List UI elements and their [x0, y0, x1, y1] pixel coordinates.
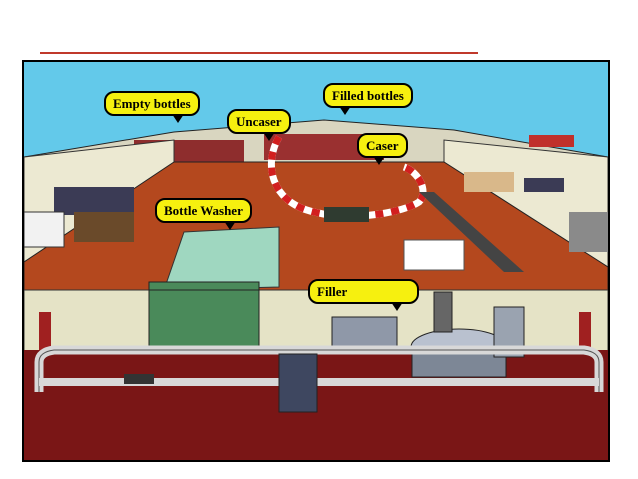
header-rule [40, 52, 478, 54]
front-cabinet [278, 353, 318, 413]
callout-filled-bottles: Filled bottles [323, 83, 413, 115]
right-conveyor [419, 192, 524, 272]
left-crates [74, 212, 134, 242]
bottle-washer [163, 226, 280, 291]
callout-uncaser: Uncaser [227, 109, 291, 141]
pillar-right [579, 312, 591, 352]
callout-caser: Caser [357, 133, 408, 165]
filler-label: Filler [317, 284, 348, 299]
right-machine [524, 178, 564, 192]
front-conveyor-edge [38, 349, 600, 392]
uncaser-label: Uncaser [236, 114, 282, 129]
left-machines [54, 187, 134, 215]
right-motor [569, 212, 608, 252]
empty-bottles-label: Empty bottles [113, 96, 191, 111]
caser-label: Caser [366, 138, 399, 153]
back-truck [529, 135, 574, 147]
callout-empty-bottles: Empty bottles [104, 91, 200, 123]
plant-scene [24, 119, 608, 460]
callout-filler: Filler [308, 279, 420, 311]
pillar-left [39, 312, 51, 352]
front-box [124, 374, 154, 384]
mid-machine [324, 207, 369, 222]
filled-bottles-label: Filled bottles [332, 88, 404, 103]
left-shelf [24, 211, 65, 248]
right-cabinet [464, 172, 514, 192]
filler-tank [433, 291, 453, 333]
callout-bottle-washer: Bottle Washer [155, 198, 252, 230]
washer-front [148, 289, 260, 353]
bottling-plant-illustration: Empty bottles Filled bottles Uncaser Cas… [22, 60, 610, 462]
bottle-washer-label: Bottle Washer [164, 203, 243, 218]
bottle-rack [403, 239, 465, 271]
